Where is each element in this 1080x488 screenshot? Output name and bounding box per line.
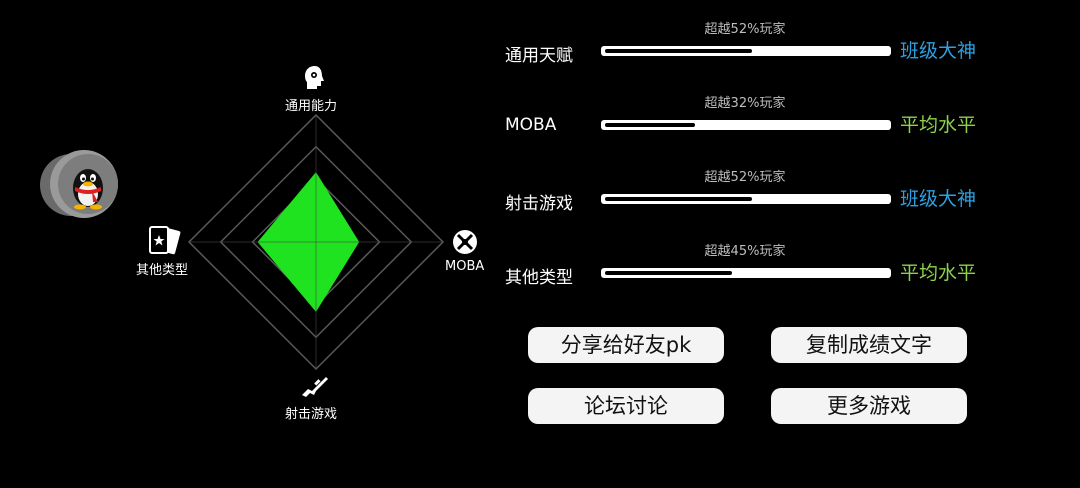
radar-label-general: 通用能力 (285, 99, 338, 114)
ability-radar-chart: 通用能力 MOBA 射击游戏 其他类型 (120, 55, 500, 435)
stat-hint: 超越32%玩家 (704, 96, 786, 111)
stat-progress-fill (605, 123, 696, 127)
radar-label-other: 其他类型 (136, 263, 189, 278)
stat-row-other: 超越45%玩家 其他类型 平均水平 (505, 244, 1005, 298)
stat-progress-bar (601, 46, 891, 56)
stat-progress-fill (605, 197, 752, 201)
qq-penguin-icon (58, 154, 118, 214)
avatar[interactable] (40, 150, 118, 218)
stat-progress-bar (601, 268, 891, 278)
radar-label-shooter: 射击游戏 (285, 407, 338, 422)
stat-progress-fill (605, 49, 752, 53)
head-gear-icon (303, 65, 327, 91)
stat-hint: 超越52%玩家 (704, 22, 786, 37)
stat-rank: 班级大神 (900, 188, 977, 210)
stat-row-general: 超越52%玩家 通用天赋 班级大神 (505, 22, 1005, 76)
stat-name: 通用天赋 (505, 46, 573, 66)
radar-spokes (189, 115, 443, 369)
stat-name: 射击游戏 (505, 194, 573, 214)
stat-progress-bar (601, 120, 891, 130)
rifle-icon (300, 373, 330, 397)
stat-progress-bar (601, 194, 891, 204)
more-games-button[interactable]: 更多游戏 (771, 388, 967, 424)
stat-name: 其他类型 (505, 268, 573, 288)
cards-icon (148, 225, 182, 257)
forum-discussion-button[interactable]: 论坛讨论 (528, 388, 724, 424)
stat-progress-fill (605, 271, 732, 275)
stat-name: MOBA (505, 115, 557, 135)
radar-label-moba: MOBA (445, 259, 485, 274)
stat-hint: 超越52%玩家 (704, 170, 786, 185)
copy-results-button[interactable]: 复制成绩文字 (771, 327, 967, 363)
stat-row-shooter: 超越52%玩家 射击游戏 班级大神 (505, 170, 1005, 224)
stat-rank: 平均水平 (900, 114, 977, 136)
stat-rank: 班级大神 (900, 40, 977, 62)
moba-crossed-swords-icon (452, 229, 478, 255)
stat-hint: 超越45%玩家 (704, 244, 786, 259)
stat-row-moba: 超越32%玩家 MOBA 平均水平 (505, 96, 1005, 150)
share-with-friends-button[interactable]: 分享给好友pk (528, 327, 724, 363)
stat-rank: 平均水平 (900, 262, 977, 284)
